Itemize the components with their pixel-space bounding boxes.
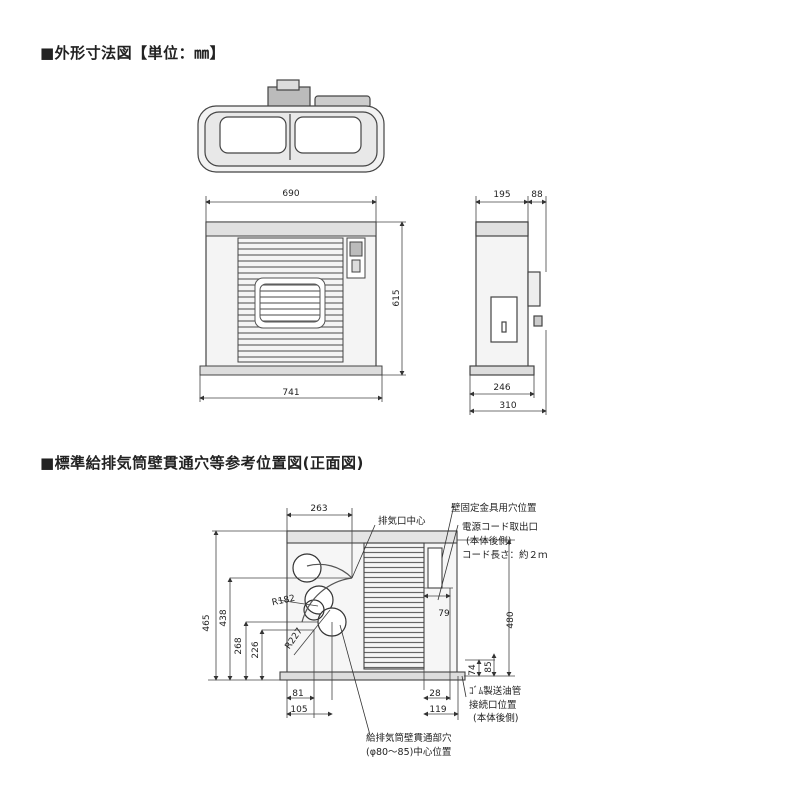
label-cord-length: コード長さ：約２ｍ <box>462 549 548 561</box>
dim-s2-226: 226 <box>251 641 261 658</box>
dim-side-top-a: 195 <box>493 190 510 200</box>
dim-side-bottom-a: 246 <box>493 383 510 393</box>
dim-s2-74: 74 <box>468 664 478 676</box>
dim-side-top-b: 88 <box>531 190 543 200</box>
dim-s2-105: 105 <box>290 705 307 715</box>
dim-front-width: 690 <box>282 189 299 199</box>
dim-s2-r182: R182 <box>271 594 296 609</box>
dim-s2-119: 119 <box>429 705 446 715</box>
label-wall-hole: 壁固定金具用穴位置 <box>451 502 537 514</box>
dim-s2-79: 79 <box>438 609 450 619</box>
dim-s2-81: 81 <box>292 689 303 699</box>
top-view <box>197 79 385 173</box>
dim-front-height: 615 <box>392 289 402 306</box>
label-exhaust-center: 排気口中心 <box>378 515 426 527</box>
section2-dimensions <box>208 504 515 736</box>
dim-s2-465: 465 <box>202 614 212 631</box>
front-dimensions <box>199 196 406 402</box>
front-view <box>199 221 383 376</box>
label-through-hole-1: 給排気筒壁貫通部穴 <box>366 732 452 744</box>
section2-title: ■標準給排気筒壁貫通穴等参考位置図(正面図) <box>40 454 364 472</box>
dim-s2-480: 480 <box>506 611 516 628</box>
side-dimensions <box>469 196 547 415</box>
dim-side-bottom-b: 310 <box>499 401 516 411</box>
label-oil-pipe-1: ｺﾞﾑ製送油管 <box>469 685 521 697</box>
dim-s2-268: 268 <box>234 637 244 654</box>
dim-front-total: 741 <box>282 388 299 398</box>
label-oil-pipe-3: (本体後側) <box>473 712 518 724</box>
label-through-hole-2: (φ80～85)中心位置 <box>366 746 451 758</box>
dim-s2-438: 438 <box>219 609 229 626</box>
side-view <box>469 221 543 376</box>
label-cord-exit: 電源コード取出口 <box>462 521 538 533</box>
label-oil-pipe-2: 接続口位置 <box>469 699 517 711</box>
label-cord-rear: (本体後側) <box>466 535 511 547</box>
dim-s2-28: 28 <box>429 689 441 699</box>
dim-s2-85: 85 <box>484 661 494 672</box>
section1-title: ■外形寸法図【単位：㎜】 <box>40 44 226 62</box>
dim-s2-263: 263 <box>310 504 327 514</box>
